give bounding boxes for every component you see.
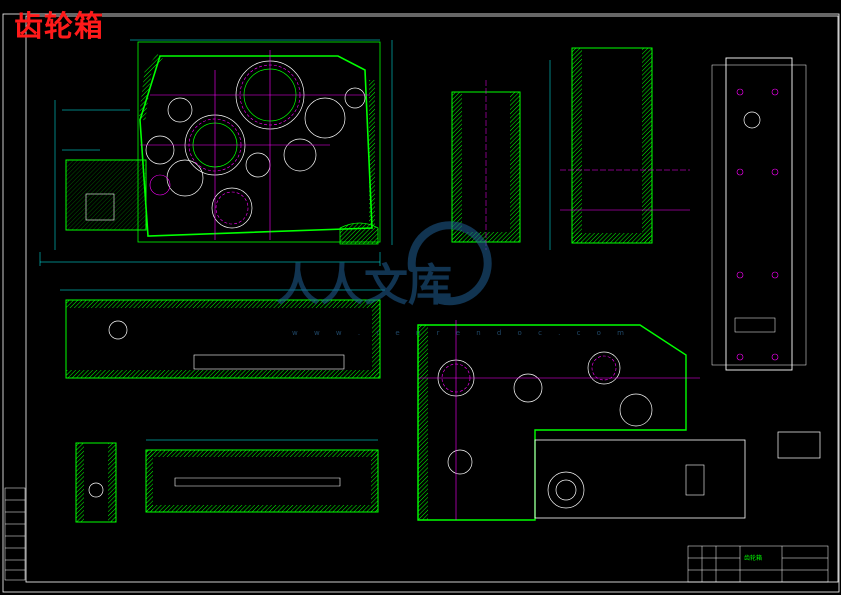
section-view-b [549, 47, 690, 250]
title-block-name: 齿轮箱 [744, 555, 763, 562]
side-view [711, 57, 807, 371]
watermark-logo: 人人文库 [276, 221, 492, 311]
title-block [687, 545, 829, 583]
section-view-a [451, 80, 521, 250]
inner-frame [25, 15, 839, 583]
watermark-url: w w w . r e n r e n d o c . c o m [292, 329, 631, 337]
drawing-title: 齿轮箱 [14, 9, 105, 43]
bottom-view [417, 320, 746, 521]
detail-view-d [75, 442, 117, 523]
main-view [39, 39, 393, 266]
outer-frame [2, 13, 840, 593]
detail-view-f [777, 431, 821, 459]
watermark-brand-text: 人人文库 [276, 260, 452, 311]
section-view-e [145, 439, 379, 513]
section-view-c [60, 289, 385, 379]
revision-column [4, 487, 26, 581]
